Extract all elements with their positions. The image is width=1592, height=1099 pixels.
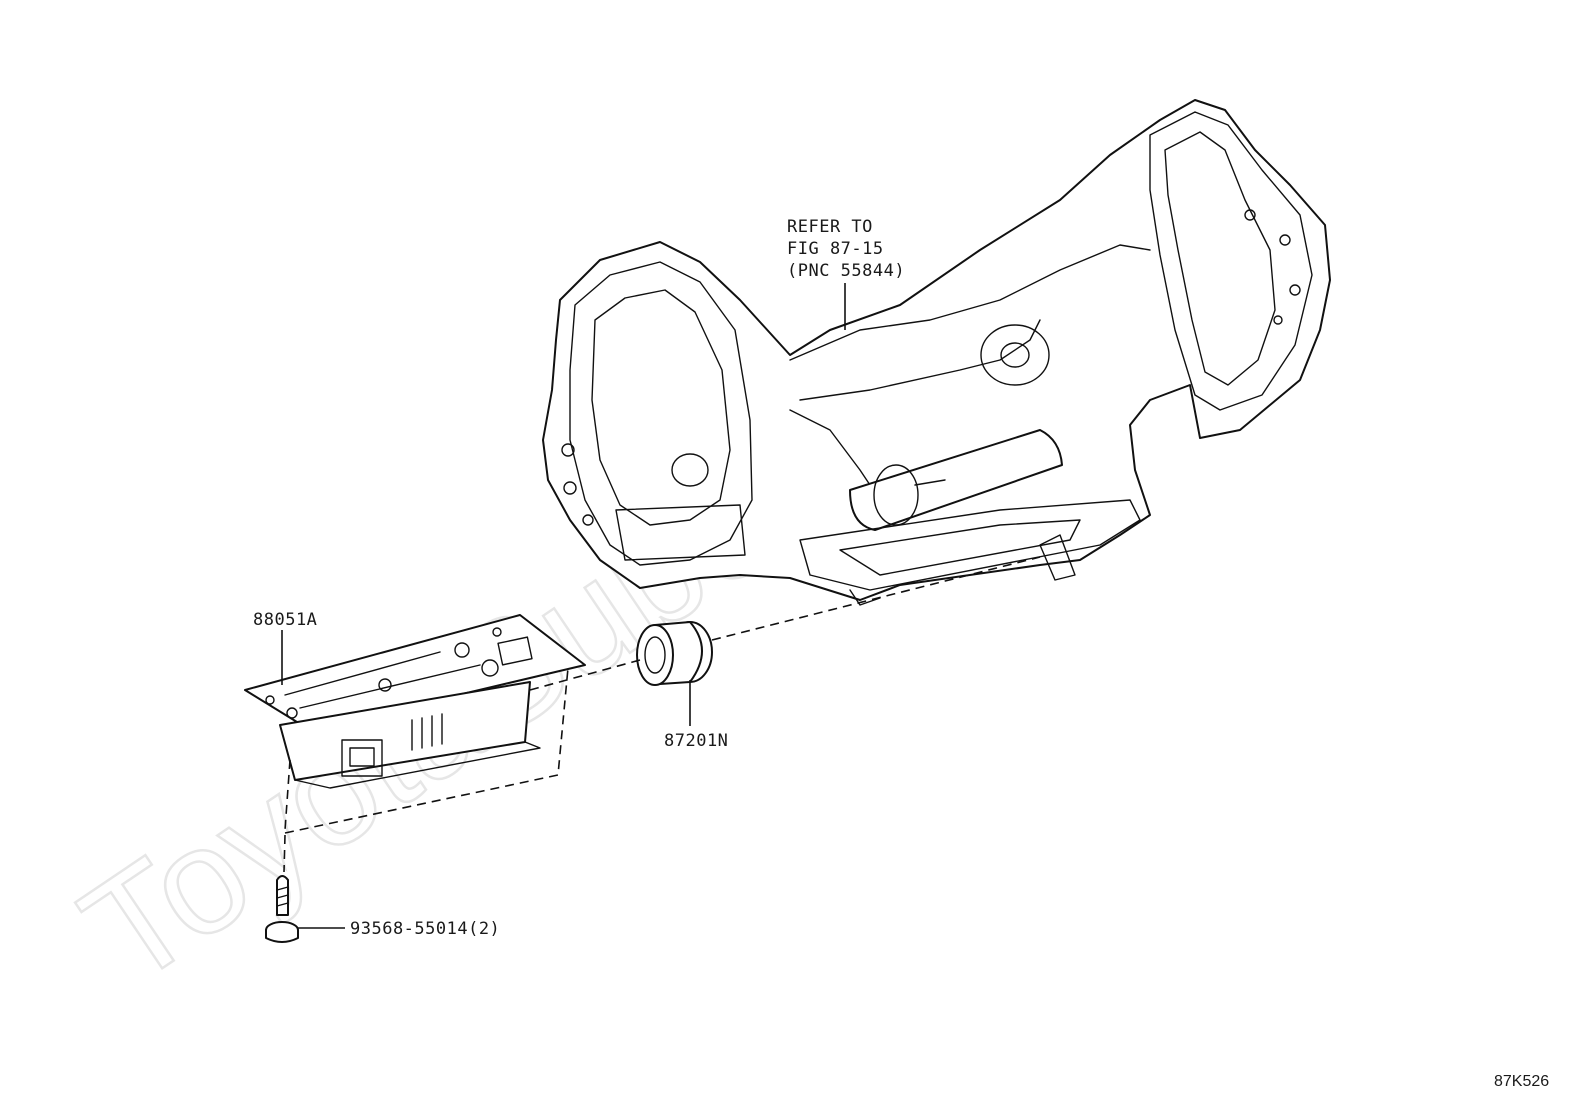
refer-label-line2: FIG 87-15 xyxy=(787,239,884,259)
assembly-lines xyxy=(283,556,1041,873)
part-label-87201n: 87201N xyxy=(664,731,728,751)
refer-label-line1: REFER TO xyxy=(787,217,873,237)
diagram-code: 87K526 xyxy=(1494,1073,1549,1090)
console-assembly xyxy=(542,99,1331,606)
part-label-88051a: 88051A xyxy=(253,610,317,630)
refer-label-line3: (PNC 55844) xyxy=(787,261,905,281)
connector-87201n xyxy=(636,621,713,726)
computer-unit-88051a xyxy=(244,614,586,789)
part-label-93568-55014: 93568-55014(2) xyxy=(350,919,500,939)
screw-93568-55014 xyxy=(265,875,345,943)
